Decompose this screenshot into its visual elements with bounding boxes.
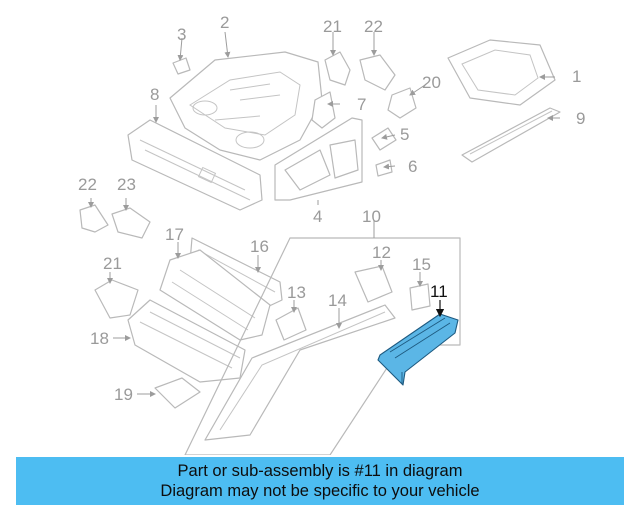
callout-14: 14 [328,291,347,310]
callout-23: 23 [117,175,136,194]
callout-15: 15 [412,255,431,274]
part-14-side-rail [204,304,396,441]
callout-1: 1 [572,67,581,86]
part-22-lower-bracket [79,204,109,233]
part-4-assembly-box [274,117,363,201]
part-3-bracket [172,57,191,75]
callout-21a: 21 [323,17,342,36]
callout-12: 12 [372,243,391,262]
callout-20: 20 [422,73,441,92]
part-11-highlighted [377,313,459,386]
callout-11: 11 [430,282,448,301]
parts-diagram: 2 3 21 22 20 1 9 7 8 5 6 4 10 22 23 17 1… [78,13,585,455]
part-12-bracket [354,265,393,303]
part-21-lower-bracket [94,279,139,319]
part-23-bracket [111,207,151,239]
callout-labels: 2 3 21 22 20 1 9 7 8 5 6 4 10 22 23 17 1… [78,13,585,404]
part-15-plate [409,283,431,311]
leader-lines [88,31,560,397]
part-9-rail [461,107,561,163]
callout-7: 7 [357,95,366,114]
callout-19: 19 [114,385,133,404]
callout-22a: 22 [364,17,383,36]
callout-8: 8 [150,85,159,104]
banner-line-1: Part or sub-assembly is #11 in diagram [177,462,463,480]
callout-13: 13 [287,283,306,302]
callout-4: 4 [313,207,322,226]
part-17-panel [159,249,271,341]
callout-5: 5 [400,125,409,144]
callout-17: 17 [165,225,184,244]
part-22-upper-bracket [359,54,396,91]
callout-22b: 22 [78,175,97,194]
part-20-bracket [387,87,417,119]
part-2-rear-floor-pan [169,51,323,161]
callout-16: 16 [250,237,269,256]
part-21-upper-bracket [324,51,351,86]
banner-line-2: Diagram may not be specific to your vehi… [160,482,480,500]
part-18-floor-section [127,299,246,383]
part-1-tire-well [447,39,556,106]
part-19-plate [154,377,201,409]
part-8-crossmember [127,119,263,211]
part-5-clip [371,127,397,151]
part-13-bracket [275,307,307,341]
callout-18: 18 [90,329,109,348]
callout-2: 2 [220,13,229,32]
part-6-clip [375,159,393,177]
callout-6: 6 [408,157,417,176]
callout-10: 10 [362,207,381,226]
callout-3: 3 [177,25,186,44]
callout-9: 9 [576,109,585,128]
info-banner: Part or sub-assembly is #11 in diagram D… [16,457,624,505]
callout-21b: 21 [103,254,122,273]
